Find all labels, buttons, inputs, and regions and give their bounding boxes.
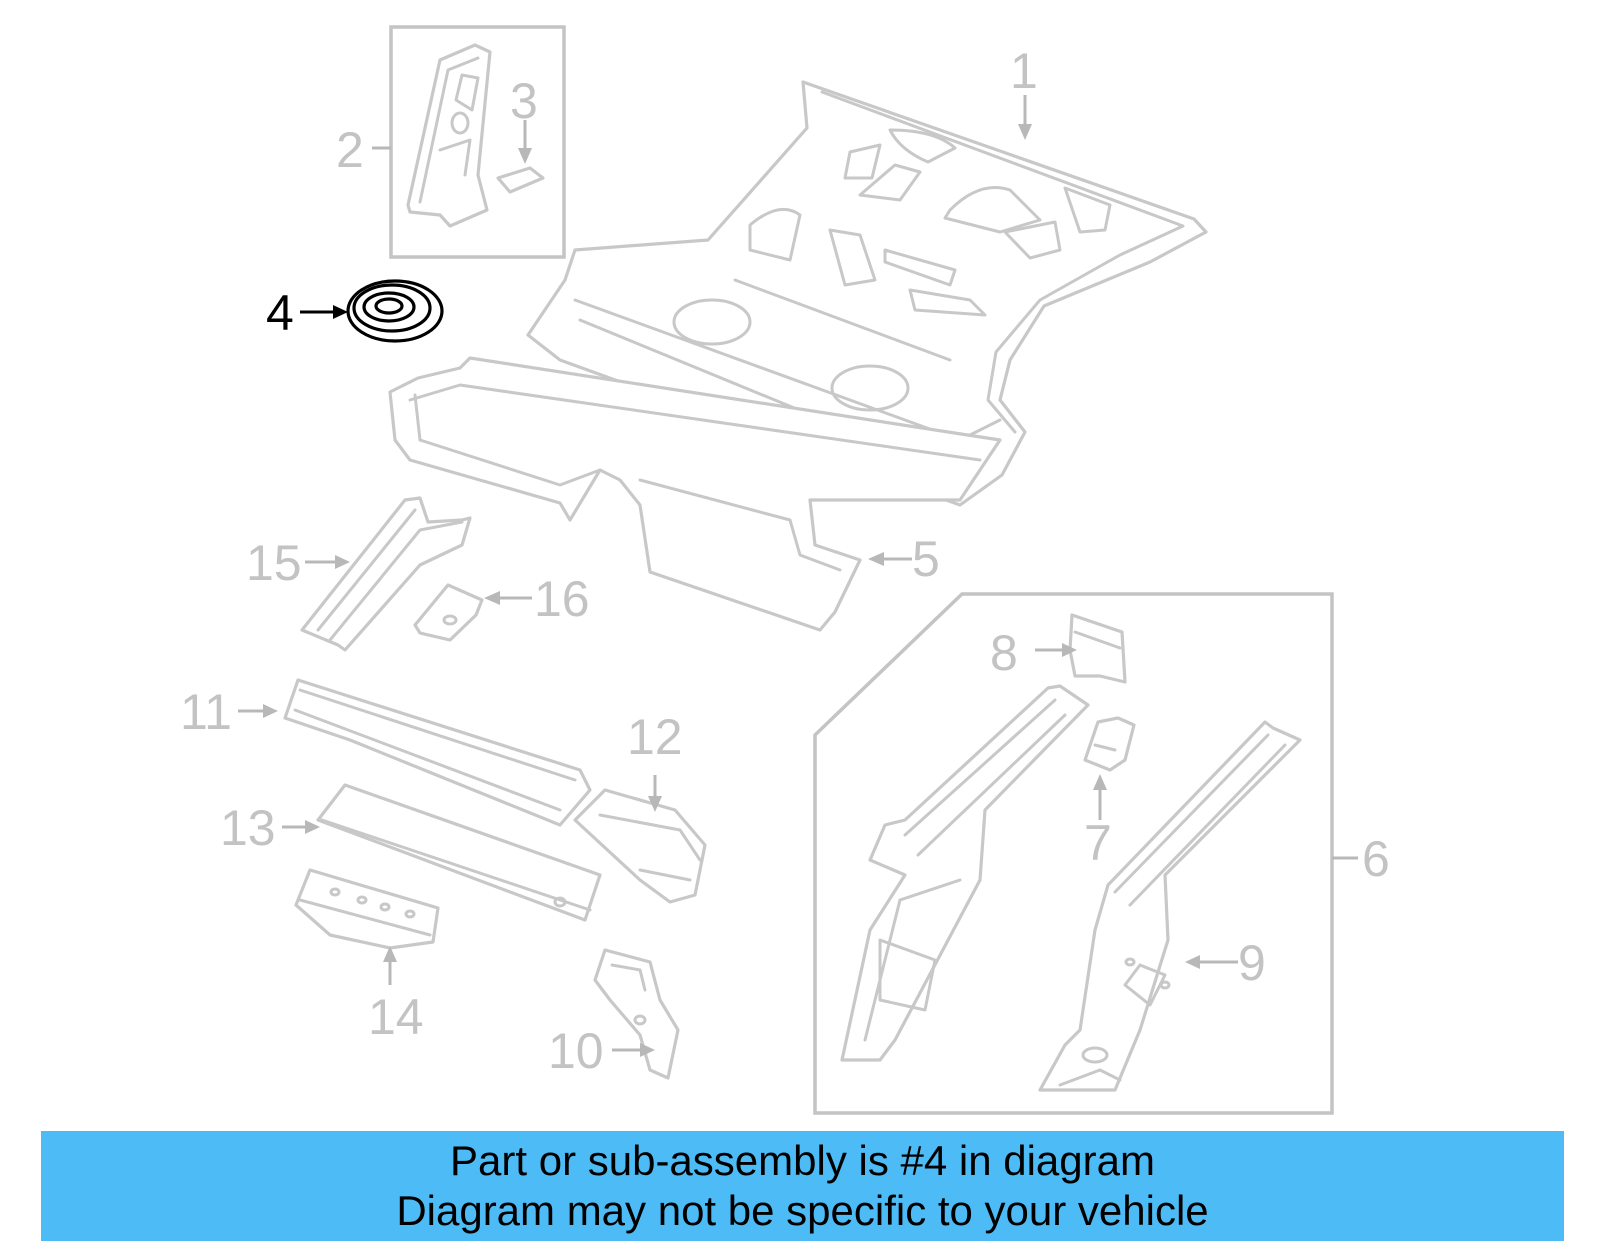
callout-1[interactable]: 1 <box>1010 43 1038 99</box>
part-8-bracket[interactable] <box>1068 613 1127 684</box>
leader-lines <box>238 95 1358 1057</box>
part-15-rail[interactable] <box>300 496 472 652</box>
part-10-bracket[interactable] <box>593 948 680 1080</box>
callout-6[interactable]: 6 <box>1362 831 1390 887</box>
callout-labels: 1 2 3 4 5 6 7 8 9 10 11 12 13 14 15 16 <box>180 43 1390 1079</box>
callout-15[interactable]: 15 <box>246 535 302 591</box>
part-14-plate[interactable] <box>294 868 440 950</box>
part-9-inner-panel-right[interactable] <box>1038 720 1302 1092</box>
banner-line-1: Part or sub-assembly is #4 in diagram <box>450 1137 1155 1184</box>
callout-9[interactable]: 9 <box>1238 935 1266 991</box>
callout-11[interactable]: 11 <box>180 684 232 740</box>
callout-4[interactable]: 4 <box>266 285 294 341</box>
part-3-small-bracket[interactable] <box>496 166 545 194</box>
group-box-parts-2-3 <box>389 25 566 259</box>
part-12-bracket[interactable] <box>573 788 707 904</box>
callout-12[interactable]: 12 <box>627 709 683 765</box>
callout-16[interactable]: 16 <box>534 571 590 627</box>
part-2-pillar-bracket[interactable] <box>406 43 492 228</box>
part-7-bracket[interactable] <box>1083 716 1136 772</box>
callout-3[interactable]: 3 <box>510 73 538 129</box>
part-11-cross-rail[interactable] <box>283 678 592 827</box>
part-16-bracket[interactable] <box>413 583 484 642</box>
callout-8[interactable]: 8 <box>990 625 1018 681</box>
callout-10[interactable]: 10 <box>548 1023 604 1079</box>
part-13-reinforcement[interactable] <box>316 783 602 922</box>
part-6-inner-panel-left[interactable] <box>840 684 1090 1062</box>
info-banner: Part or sub-assembly is #4 in diagram Di… <box>41 1131 1564 1241</box>
group-box-part-6 <box>813 592 1334 1115</box>
callout-2[interactable]: 2 <box>336 122 364 178</box>
callout-13[interactable]: 13 <box>220 800 276 856</box>
part-5-rear-cross-member[interactable] <box>388 356 1002 632</box>
callout-7[interactable]: 7 <box>1084 815 1112 871</box>
part-4-plug-highlighted[interactable] <box>346 279 444 343</box>
banner-line-2: Diagram may not be specific to your vehi… <box>396 1187 1209 1234</box>
callout-5[interactable]: 5 <box>912 531 940 587</box>
callout-14[interactable]: 14 <box>368 989 424 1045</box>
